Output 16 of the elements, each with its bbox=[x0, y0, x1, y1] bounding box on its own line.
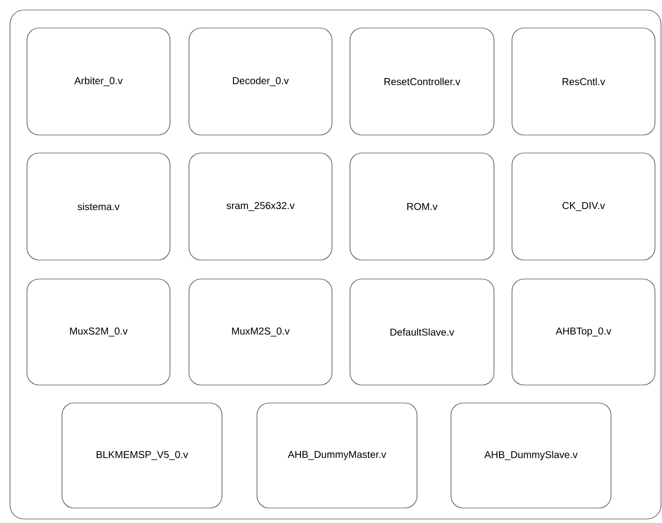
module-box: sistema.v bbox=[26, 152, 170, 260]
module-box: MuxS2M_0.v bbox=[26, 278, 170, 386]
module-box: sram_256x32.v bbox=[188, 152, 332, 260]
module-box: BLKMEMSP_V5_0.v bbox=[62, 402, 222, 508]
module-box: AHBTop_0.v bbox=[512, 278, 656, 386]
module-box: ResCntl.v bbox=[512, 28, 656, 136]
module-box: DefaultSlave.v bbox=[350, 278, 494, 386]
module-box: ROM.v bbox=[350, 152, 494, 260]
module-box: ResetController.v bbox=[350, 28, 494, 136]
module-box: AHB_DummyMaster.v bbox=[256, 402, 418, 508]
module-box: MuxM2S_0.v bbox=[188, 278, 332, 386]
frame bbox=[10, 10, 662, 520]
module-box: AHB_DummySlave.v bbox=[450, 402, 612, 508]
module-box: Arbiter_0.v bbox=[26, 28, 170, 136]
module-box: Decoder_0.v bbox=[188, 28, 332, 136]
module-box: CK_DIV.v bbox=[512, 152, 656, 260]
